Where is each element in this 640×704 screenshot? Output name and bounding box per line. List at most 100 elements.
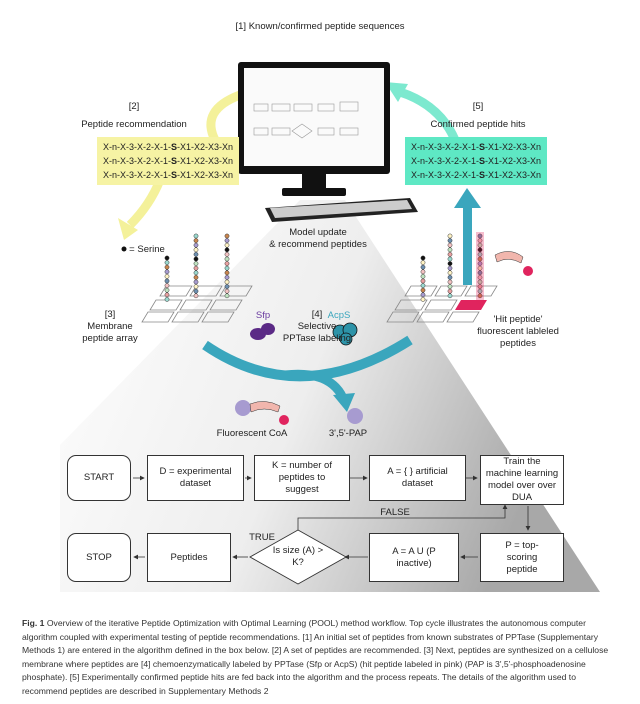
confirmed-arrow: [398, 87, 460, 142]
amino-acid-residue: [164, 269, 170, 275]
amino-acid-residue: [193, 265, 199, 271]
step1-label: [1] Known/confirmed peptide sequences: [235, 21, 405, 32]
amino-acid-residue: [193, 252, 199, 257]
recommend-arrow: [206, 90, 242, 143]
amino-acid-residue: [477, 265, 483, 271]
amino-acid-residue: [193, 284, 199, 289]
amino-acid-residue: [477, 238, 483, 243]
peptide-chains: [164, 232, 484, 304]
amino-acid-residue: [193, 288, 199, 294]
step4-number: [4]: [311, 309, 323, 320]
sfp-label: Sfp: [255, 310, 271, 321]
amino-acid-residue: [224, 284, 230, 289]
step2-number: [2]: [128, 101, 140, 112]
stop-node[interactable]: STOP: [67, 533, 131, 582]
amino-acid-residue: [224, 288, 230, 294]
amino-acid-residue: [193, 279, 199, 285]
amino-acid-residue: [447, 238, 453, 243]
amino-acid-residue: [447, 288, 453, 294]
amino-acid-residue: [164, 264, 170, 270]
amino-acid-residue: [447, 242, 453, 248]
decision-diamond[interactable]: [249, 529, 347, 585]
amino-acid-residue: [477, 252, 483, 257]
train-model-node[interactable]: Train the machine learning model over ov…: [480, 455, 564, 505]
serine-residue: [477, 247, 483, 253]
hit-label-3: peptides: [500, 338, 536, 349]
step2-label: Peptide recommendation: [81, 119, 187, 130]
caption-text: Overview of the iterative Peptide Optimi…: [22, 618, 609, 696]
serine-residue: [164, 255, 170, 261]
acps-label: AcpS: [327, 310, 351, 321]
serine-residue: [193, 256, 199, 262]
artificial-dataset-node[interactable]: A = { } artificial dataset: [369, 455, 466, 501]
hit-label-2: fluorescent lableled: [477, 326, 559, 337]
amino-acid-residue: [447, 233, 453, 239]
amino-acid-residue: [224, 242, 230, 248]
hit-membrane-spot: [455, 300, 487, 310]
sequence: X-n-X-3-X-2-X-1-S-X1-X2-X3-Xn: [103, 156, 234, 166]
amino-acid-residue: [224, 275, 230, 280]
amino-acid-residue: [477, 256, 483, 262]
amino-acid-residue: [224, 252, 230, 257]
sequence: X-n-X-3-X-2-X-1-S-X1-X2-X3-Xn: [103, 142, 234, 152]
amino-acid-residue: [477, 275, 483, 280]
step5-number: [5]: [472, 101, 484, 112]
amino-acid-residue: [164, 260, 170, 265]
hit-label-1: 'Hit peptide': [493, 314, 543, 325]
amino-acid-residue: [420, 297, 426, 302]
step5-label: Confirmed peptide hits: [430, 119, 526, 130]
sequence: X-n-X-3-X-2-X-1-S-X1-X2-X3-Xn: [411, 156, 542, 166]
pap-arrowhead: [333, 393, 355, 412]
recommend-arrowhead: [118, 218, 138, 240]
amino-acid-residue: [224, 293, 230, 299]
recommend-peptides-label: & recommend peptides: [269, 239, 367, 250]
amino-acid-residue: [420, 287, 426, 293]
amino-acid-residue: [420, 278, 426, 284]
peptides-node[interactable]: Peptides: [147, 533, 231, 582]
amino-acid-residue: [477, 233, 483, 239]
amino-acid-residue: [193, 293, 199, 299]
amino-acid-residue: [477, 288, 483, 294]
sequence: X-n-X-3-X-2-X-1-S-X1-X2-X3-Xn: [411, 170, 542, 180]
start-node[interactable]: START: [67, 455, 131, 501]
sequence: X-n-X-3-X-2-X-1-S-X1-X2-X3-Xn: [411, 142, 542, 152]
figure-caption: Fig. 1 Overview of the iterative Peptide…: [22, 617, 622, 698]
amino-acid-residue: [193, 270, 199, 276]
amino-acid-residue: [420, 292, 426, 298]
step4-label-2: PPTase labeling: [282, 333, 352, 344]
acps-enzyme-icon: [332, 322, 358, 346]
update-artificial-dataset-node[interactable]: A = A U (P inactive): [369, 533, 459, 582]
step3-label-1: Membrane: [87, 321, 133, 332]
hit-up-arrow: [463, 205, 472, 285]
model-update-label: Model update: [289, 227, 347, 238]
amino-acid-residue: [164, 292, 170, 298]
top-scoring-peptide-node[interactable]: P = top-scoring peptide: [480, 533, 564, 582]
serine-residue: [224, 247, 230, 253]
amino-acid-residue: [447, 284, 453, 289]
flowchart-connectors: [133, 475, 531, 560]
amino-acid-residue: [164, 274, 170, 279]
amino-acid-residue: [224, 270, 230, 276]
confirmed-sequences-box: X-n-X-3-X-2-X-1-S-X1-X2-X3-Xn X-n-X-3-X-…: [405, 137, 548, 185]
amino-acid-residue: [420, 274, 426, 279]
amino-acid-residue: [477, 270, 483, 276]
amino-acid-residue: [447, 275, 453, 280]
amino-acid-residue: [193, 275, 199, 280]
confirmed-arrowhead: [385, 82, 408, 102]
recommended-sequences-box: X-n-X-3-X-2-X-1-S-X1-X2-X3-Xn X-n-X-3-X-…: [97, 137, 240, 185]
amino-acid-residue: [164, 297, 170, 302]
hit-peptide-highlight: [476, 232, 484, 304]
amino-acid-residue: [193, 233, 199, 239]
amino-acid-residue: [193, 247, 199, 253]
pap-label: 3',5'-PAP: [328, 428, 368, 439]
amino-acid-residue: [224, 238, 230, 243]
hit-fluorophore-icon: [494, 251, 533, 276]
experimental-dataset-node[interactable]: D = experimental dataset: [147, 455, 244, 501]
membrane-array-left: [141, 285, 253, 323]
amino-acid-residue: [447, 247, 453, 253]
k-peptides-node[interactable]: K = number of peptides to suggest: [254, 455, 350, 501]
computer-monitor-icon: [238, 62, 390, 196]
amino-acid-residue: [193, 242, 199, 248]
amino-acid-residue: [164, 283, 170, 288]
